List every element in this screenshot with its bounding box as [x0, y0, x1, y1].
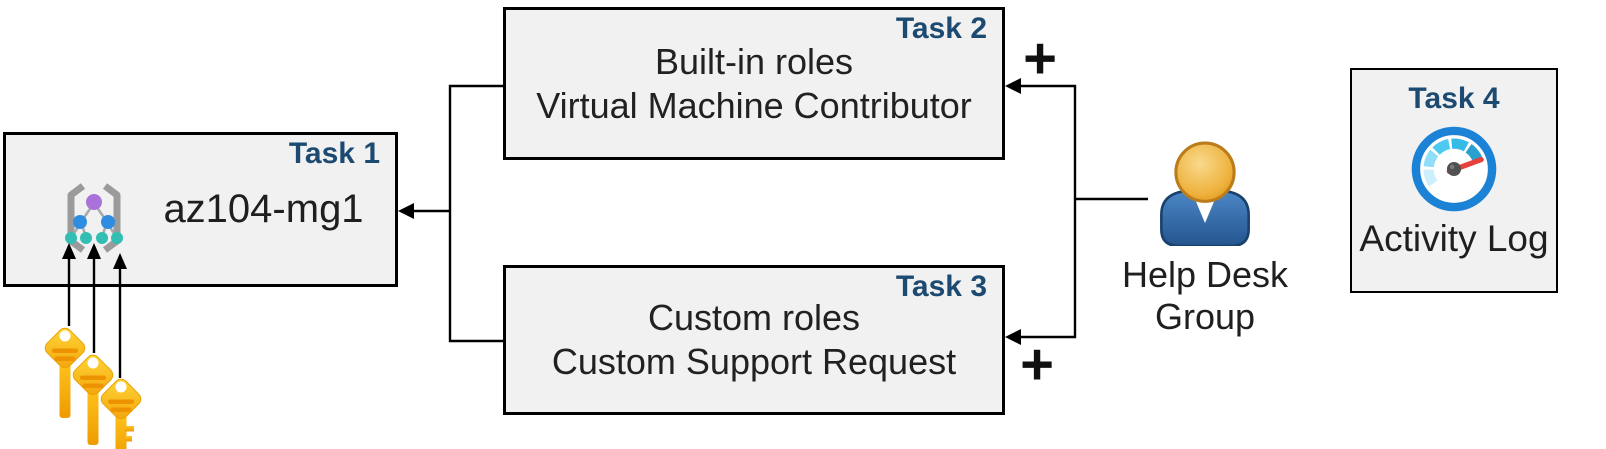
- user-icon: [1160, 141, 1250, 246]
- task4-caption: Activity Log: [1359, 218, 1549, 259]
- task3-box: Task 3 Custom roles Custom Support Reque…: [503, 265, 1005, 415]
- task2-box: Task 2 Built-in roles Virtual Machine Co…: [503, 7, 1005, 160]
- gauge-icon: [1411, 126, 1497, 212]
- key-icon-2: [72, 354, 114, 445]
- help-desk-group: Help Desk Group: [1114, 140, 1296, 338]
- help-desk-line1: Help Desk: [1121, 254, 1289, 295]
- task3-label: Task 3: [895, 270, 987, 303]
- task2-line2: Virtual Machine Contributor: [536, 84, 972, 126]
- task1-label: Task 1: [288, 137, 380, 170]
- key-icon-3: [100, 378, 142, 449]
- management-group-name: az104-mg1: [163, 187, 364, 231]
- management-group-icon: [65, 183, 123, 253]
- plus-sign-task3: +: [1020, 332, 1054, 397]
- keys-icon: [44, 327, 142, 449]
- help-desk-line2: Group: [1154, 296, 1256, 338]
- help-desk-group-label: Help Desk Group: [1122, 254, 1288, 338]
- task4-label: Task 4: [1408, 82, 1500, 115]
- task3-line1: Custom roles: [647, 297, 861, 339]
- task2-line1: Built-in roles: [654, 40, 854, 82]
- task3-line2: Custom Support Request: [551, 341, 957, 382]
- task4-box: Task 4 Activity Log: [1350, 68, 1558, 293]
- key-icon-1: [44, 327, 86, 418]
- task1-box: Task 1 az104-mg1: [3, 132, 398, 287]
- plus-sign-task2: +: [1023, 26, 1057, 91]
- task2-label: Task 2: [895, 12, 987, 45]
